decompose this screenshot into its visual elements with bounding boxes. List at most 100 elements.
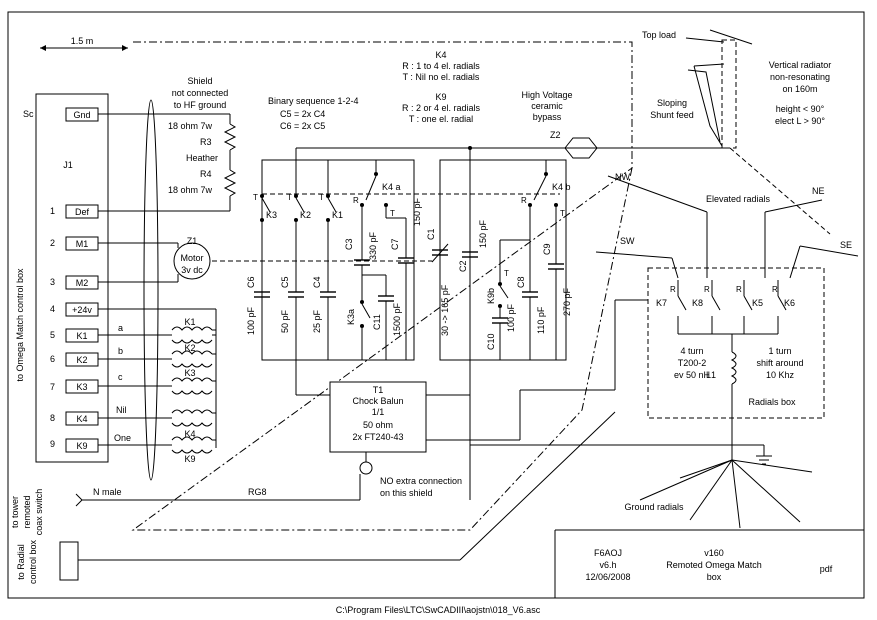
svg-text:50 pF: 50 pF xyxy=(280,309,290,333)
pin-7: 7 K3 c xyxy=(50,372,172,394)
svg-text:Vertical radiator: Vertical radiator xyxy=(769,60,832,70)
svg-text:R: R xyxy=(736,285,742,294)
svg-text:K6: K6 xyxy=(784,298,795,308)
svg-text:not connected: not connected xyxy=(172,88,229,98)
cap-c11: C11 1500 pF xyxy=(372,275,402,360)
svg-text:C10: C10 xyxy=(486,333,496,350)
svg-text:T: T xyxy=(504,269,509,278)
relay-k3: T K3 xyxy=(253,193,277,222)
svg-text:K9: K9 xyxy=(76,441,87,451)
cap-c9: C9 270 pF xyxy=(542,243,572,360)
svg-text:Nil: Nil xyxy=(116,405,127,415)
ground-radials: Ground radials xyxy=(470,444,813,529)
choke-k4: K4 xyxy=(171,409,213,439)
k9-note: K9 R : 2 or 4 el. radials T : one el. ra… xyxy=(402,92,481,124)
svg-text:K4 b: K4 b xyxy=(552,182,571,192)
svg-text:bypass: bypass xyxy=(533,112,562,122)
remote-box-enclosure xyxy=(131,41,633,531)
cap-c4: C4 25 pF xyxy=(312,222,336,360)
pin-6: 6 K2 b xyxy=(50,346,172,367)
cable-shield xyxy=(143,99,159,481)
svg-text:on this shield: on this shield xyxy=(380,488,433,498)
svg-text:Radials box: Radials box xyxy=(748,397,796,407)
svg-text:330 pF: 330 pF xyxy=(368,231,378,260)
j1-label: J1 xyxy=(63,160,73,170)
svg-text:K9: K9 xyxy=(435,92,446,102)
svg-text:One: One xyxy=(114,433,131,443)
connector-j1: J1 Sc to Omega Match control box xyxy=(15,93,109,463)
svg-text:T: T xyxy=(287,193,292,202)
svg-text:Shunt feed: Shunt feed xyxy=(650,110,694,120)
radial-control-box: to Radial control box xyxy=(16,411,616,584)
svg-text:Binary sequence 1-2-4: Binary sequence 1-2-4 xyxy=(268,96,359,106)
svg-text:to Radial: to Radial xyxy=(16,544,26,580)
svg-text:K9: K9 xyxy=(184,454,195,464)
svg-text:100 pF: 100 pF xyxy=(506,303,516,332)
svg-text:coax switch: coax switch xyxy=(34,489,44,536)
svg-text:Sloping: Sloping xyxy=(657,98,687,108)
svg-text:K3: K3 xyxy=(76,382,87,392)
binary-note: Binary sequence 1-2-4 C5 = 2x C4 C6 = 2x… xyxy=(268,96,359,131)
no-extra-note: NO extra connection on this shield xyxy=(380,476,462,498)
relay-k4a: K4 a R T xyxy=(353,160,401,260)
drawing-frame xyxy=(7,11,865,599)
cap-c6: C6 100 pF xyxy=(246,222,270,360)
cap-c3: C3 330 pF xyxy=(344,231,386,276)
relay-k4b: K4 b R T xyxy=(521,160,571,264)
svg-text:1/1: 1/1 xyxy=(372,407,385,417)
svg-text:6: 6 xyxy=(50,354,55,364)
svg-text:Gnd: Gnd xyxy=(73,110,90,120)
svg-text:T : Nil no el. radials: T : Nil no el. radials xyxy=(403,72,480,82)
svg-text:SE: SE xyxy=(840,240,852,250)
pin-1: 1 Def xyxy=(50,204,150,219)
cap-c5: C5 50 pF xyxy=(280,222,304,360)
svg-text:C6 = 2x C5: C6 = 2x C5 xyxy=(280,121,325,131)
svg-text:shift around: shift around xyxy=(756,358,803,368)
svg-text:elect L > 90°: elect L > 90° xyxy=(775,116,825,126)
svg-text:Heather: Heather xyxy=(186,153,218,163)
pin-8: 8 K4 Nil xyxy=(50,405,172,426)
shield-note: Shield not connected to HF ground xyxy=(172,76,229,110)
svg-text:box: box xyxy=(707,572,722,582)
svg-text:18 ohm 7w: 18 ohm 7w xyxy=(168,185,213,195)
svg-text:R : 2 or 4 el. radials: R : 2 or 4 el. radials xyxy=(402,103,481,113)
choke-k3: K3 xyxy=(171,368,213,395)
svg-text:4: 4 xyxy=(50,304,55,314)
svg-text:b: b xyxy=(118,346,123,356)
svg-text:1: 1 xyxy=(50,206,55,216)
svg-text:a: a xyxy=(118,323,123,333)
svg-text:C2: C2 xyxy=(458,260,468,272)
elevated-radials: NW NE SW SE Elevated radials xyxy=(595,172,859,279)
pin-gnd: Gnd xyxy=(65,107,150,122)
svg-text:K4: K4 xyxy=(76,414,87,424)
svg-text:150 pF: 150 pF xyxy=(412,197,422,226)
svg-text:4 turn: 4 turn xyxy=(680,346,703,356)
motor-z1: Z1 Motor 3v dc xyxy=(173,236,432,282)
svg-text:M1: M1 xyxy=(76,239,89,249)
svg-text:R3: R3 xyxy=(200,137,212,147)
svg-text:C7: C7 xyxy=(390,238,400,250)
svg-text:ceramic: ceramic xyxy=(531,101,563,111)
svg-text:on 160m: on 160m xyxy=(782,84,817,94)
cap-c1: C1 30 -> 165 pF xyxy=(426,160,450,360)
cap-c2: C2 150 pF xyxy=(458,160,488,272)
svg-text:18 ohm 7w: 18 ohm 7w xyxy=(168,121,213,131)
svg-text:RG8: RG8 xyxy=(248,487,267,497)
svg-text:1500 pF: 1500 pF xyxy=(392,302,402,336)
pin-5: 5 K1 a xyxy=(50,323,172,343)
svg-text:Ground radials: Ground radials xyxy=(624,502,684,512)
antenna: Top load Vertical radiator non-resonatin… xyxy=(642,29,832,149)
right-cap-bank xyxy=(439,159,567,361)
svg-text:NO extra connection: NO extra connection xyxy=(380,476,462,486)
svg-text:25 pF: 25 pF xyxy=(312,309,322,333)
svg-text:v6.h: v6.h xyxy=(599,560,616,570)
svg-text:K9b: K9b xyxy=(486,288,496,304)
svg-text:T: T xyxy=(560,209,565,218)
svg-text:100 pF: 100 pF xyxy=(246,306,256,335)
cap-c10: C10 100 pF xyxy=(486,303,516,360)
pin-4: 4 +24v xyxy=(50,302,217,448)
relay-k1: T K1 xyxy=(319,160,343,222)
radials-box: R R R R K7 K8 K5 K6 L1 4 turn T200-2 ev … xyxy=(647,267,825,460)
svg-text:remoted: remoted xyxy=(22,495,32,528)
